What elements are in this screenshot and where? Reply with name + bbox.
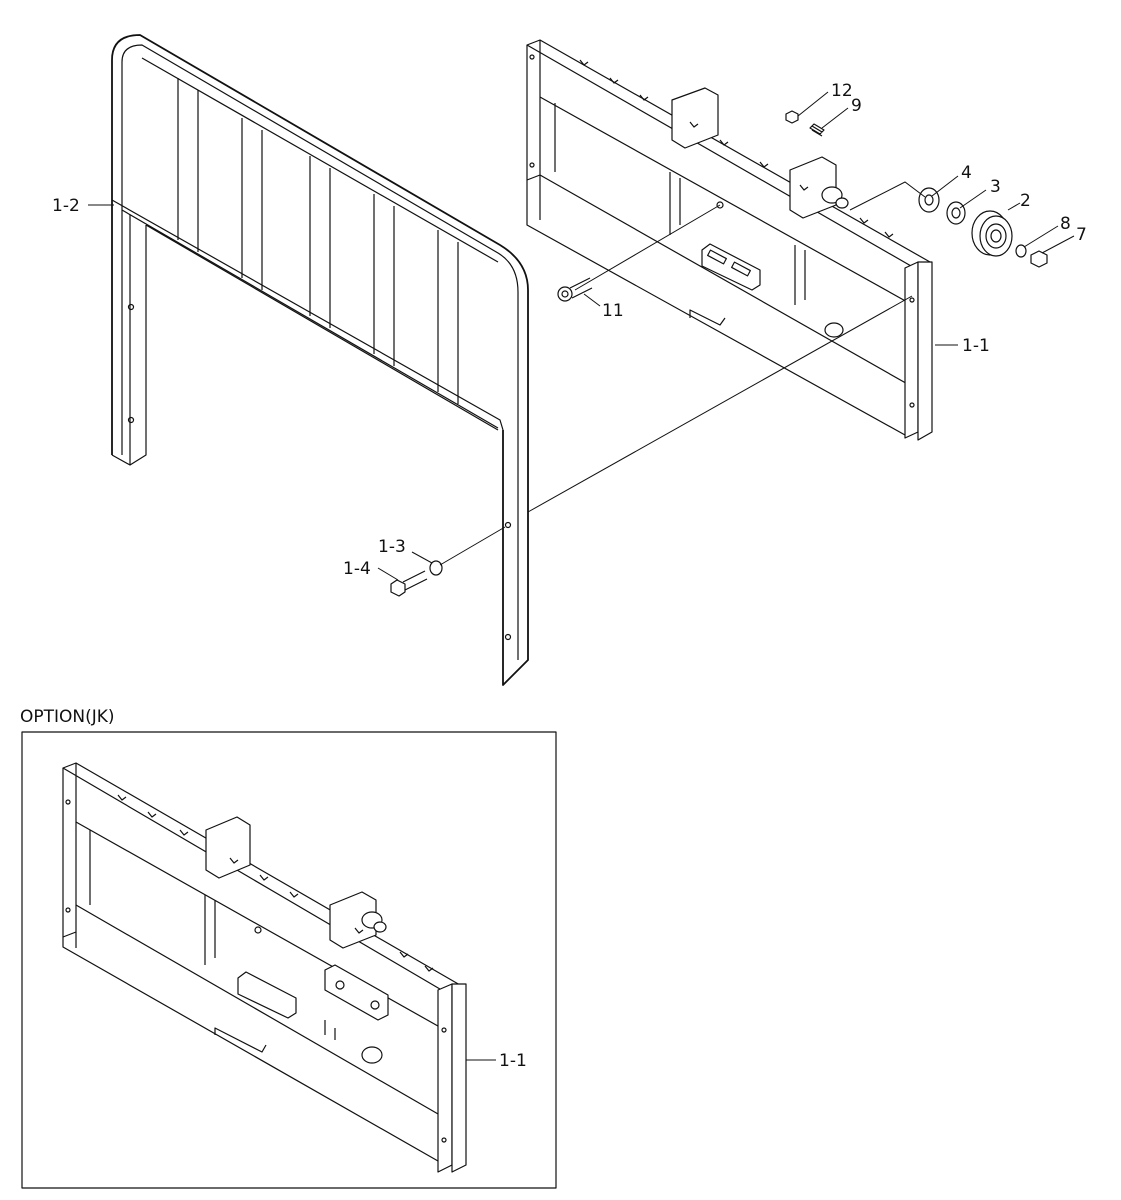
callout-9: 9 <box>851 96 862 116</box>
callout-12: 12 <box>831 81 853 101</box>
callout-3: 3 <box>990 177 1001 197</box>
callout-7: 7 <box>1076 225 1087 245</box>
carriage-main <box>526 39 933 441</box>
callout-8: 8 <box>1060 214 1071 234</box>
callout-4: 4 <box>961 163 972 183</box>
bolt-1-4 <box>390 570 428 597</box>
part-8 <box>1015 244 1027 258</box>
roller-assembly <box>390 110 1048 597</box>
callout-1-3: 1-3 <box>378 537 406 557</box>
carriage-option <box>62 762 467 1173</box>
cap-7 <box>1030 250 1048 268</box>
callout-1-2: 1-2 <box>52 196 80 216</box>
callout-labels: 1-2 1-1 12 9 4 3 2 8 7 11 1-3 1-4 1-1 OP… <box>20 81 1087 1071</box>
washer-1-3 <box>429 560 443 576</box>
nut-12 <box>785 110 799 124</box>
callout-1-1-main: 1-1 <box>962 336 990 356</box>
callout-1-1-option: 1-1 <box>499 1051 527 1071</box>
option-box-title: OPTION(JK) <box>20 707 115 727</box>
shim-4 <box>918 187 940 213</box>
callout-2: 2 <box>1020 191 1031 211</box>
leader-lines <box>88 91 1075 581</box>
set-screw-9 <box>809 123 825 137</box>
callout-11: 11 <box>602 301 624 321</box>
callout-1-4: 1-4 <box>343 559 371 579</box>
shim-3 <box>946 201 966 225</box>
option-box <box>21 731 557 1189</box>
roller-bearing-2 <box>971 210 1013 257</box>
load-backrest <box>111 34 529 686</box>
bolt-11 <box>557 277 593 302</box>
